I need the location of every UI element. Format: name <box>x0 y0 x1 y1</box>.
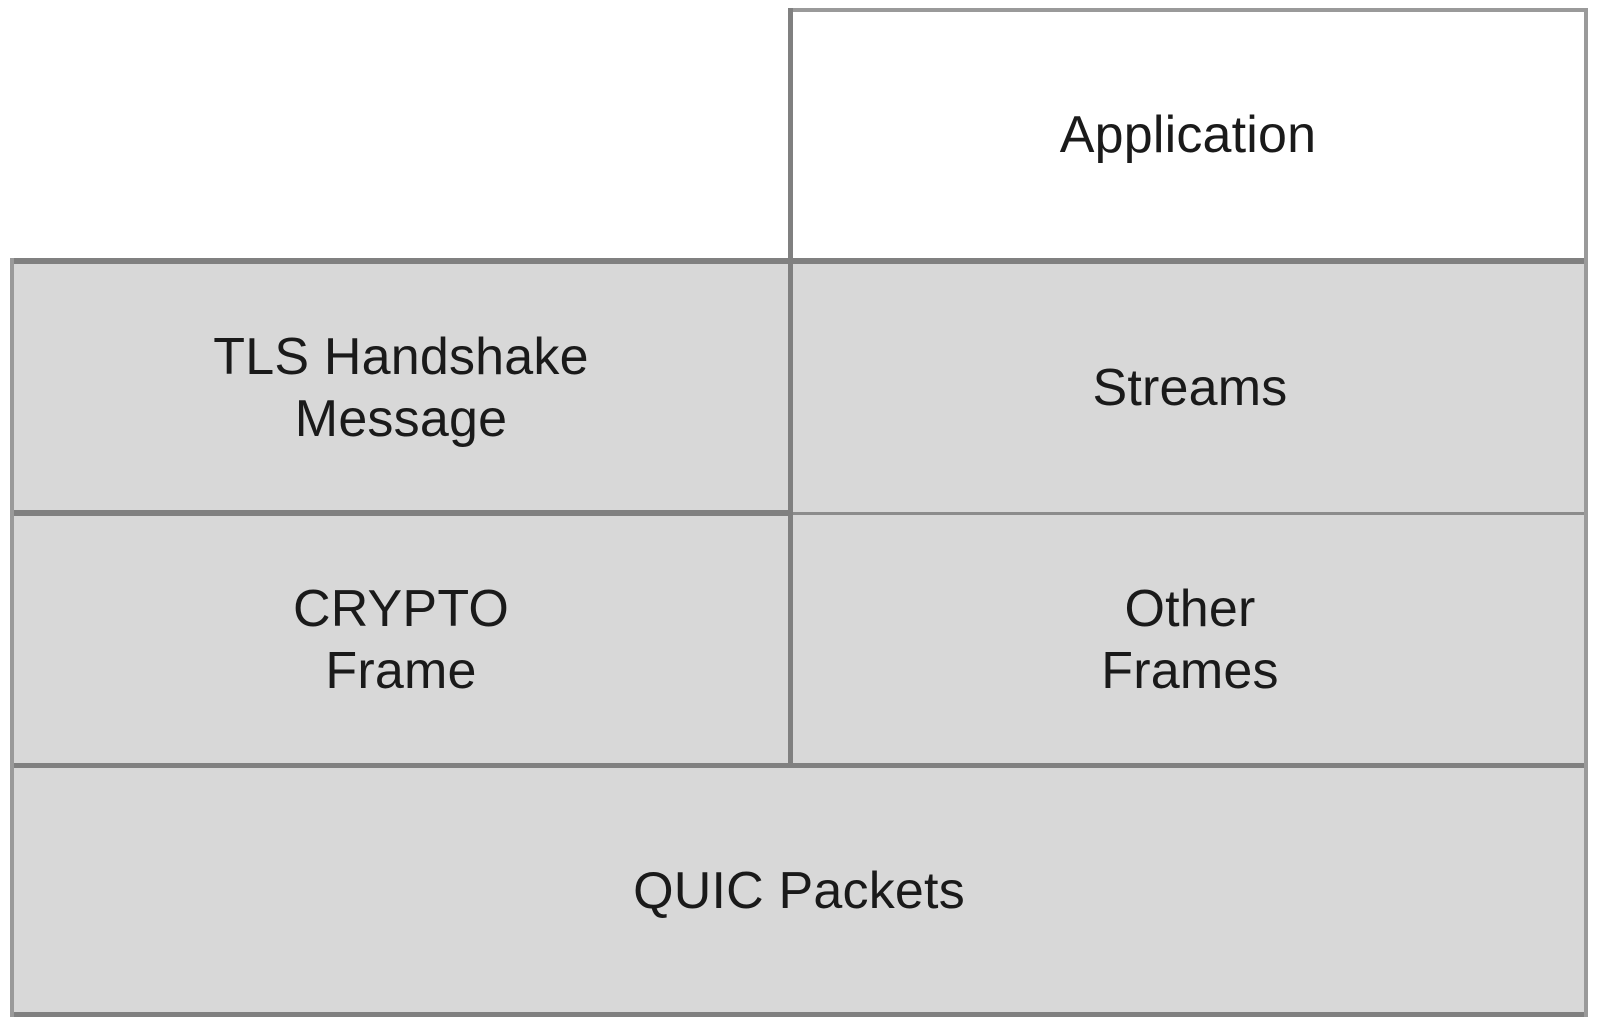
cell-tls-handshake-message-label: TLS Handshake Message <box>213 327 589 448</box>
cell-streams-label: Streams <box>1092 358 1288 417</box>
cell-tls-handshake-message: TLS Handshake Message <box>10 262 792 514</box>
cell-crypto-frame-label: CRYPTO Frame <box>292 579 509 700</box>
border-application-bottom <box>788 258 1588 264</box>
border-handshake-row-top <box>10 258 792 264</box>
border-application-top <box>788 8 1588 12</box>
border-streams-bottom <box>792 512 1588 515</box>
cell-streams: Streams <box>792 262 1588 514</box>
border-column-divider <box>788 8 793 766</box>
border-stack-right <box>1584 8 1588 1017</box>
border-stack-left <box>10 258 14 1017</box>
border-frames-row-bottom <box>10 763 1588 768</box>
cell-application: Application <box>788 8 1588 262</box>
border-quic-packets-bottom <box>10 1012 1588 1017</box>
cell-other-frames: Other Frames <box>792 514 1588 766</box>
cell-application-label: Application <box>1059 105 1317 164</box>
border-handshake-row-bottom <box>10 510 792 516</box>
cell-crypto-frame: CRYPTO Frame <box>10 514 792 766</box>
cell-other-frames-label: Other Frames <box>1101 579 1279 700</box>
cell-quic-packets: QUIC Packets <box>10 766 1588 1016</box>
cell-quic-packets-label: QUIC Packets <box>633 861 965 920</box>
